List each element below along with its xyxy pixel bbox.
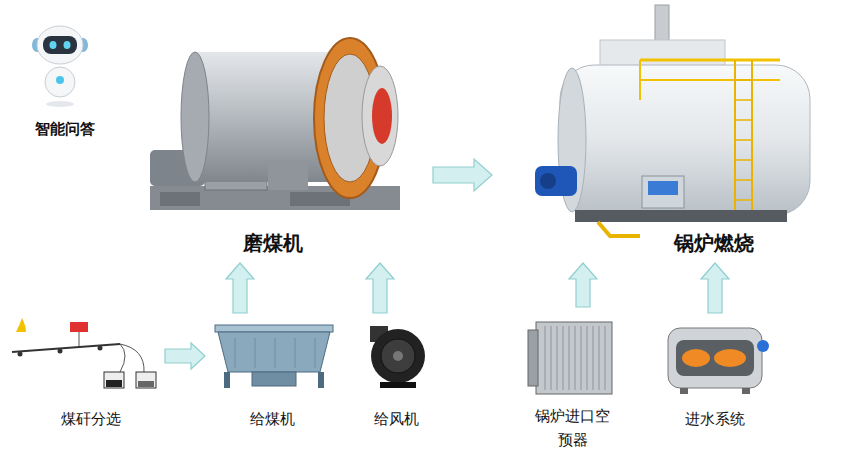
boiler-picture-part: [560, 65, 810, 215]
flow-arrow: [569, 263, 597, 307]
flow-arrow: [701, 263, 729, 313]
water-system-picture-part: [668, 328, 762, 388]
equipment-box: 锅炉进口空 预器: [520, 312, 625, 452]
equipment-box: 锅炉燃烧: [520, 10, 820, 258]
equipment-box: 给风机: [360, 318, 432, 430]
equipment-box: 进水系统: [660, 318, 770, 430]
gangue-separation-picture-part: [16, 318, 26, 332]
gangue-separation-picture: [12, 318, 156, 388]
boiler-picture-part: [648, 181, 678, 195]
gangue-separation-picture-part: [104, 372, 124, 388]
boiler-picture-part: [640, 59, 780, 62]
blower-picture-part: [393, 351, 403, 361]
gangue-separation-picture-part: [79, 332, 80, 346]
robot-icon-part: [64, 41, 71, 49]
boiler-picture-part: [734, 60, 736, 215]
gangue-separation-picture-part: [70, 322, 88, 332]
assistant-icon: 智能问答: [20, 15, 110, 140]
flow-arrow: [366, 263, 394, 313]
air-preheater-picture-part: [528, 330, 538, 386]
equipment-box: 磨煤机: [140, 22, 405, 258]
air-preheater-picture-part: [545, 326, 605, 390]
node-label: 智能问答: [35, 118, 95, 141]
boiler-picture-part: [640, 79, 780, 81]
gangue-separation-picture-part: [18, 352, 23, 357]
water-system-picture-part: [676, 340, 754, 376]
flow-arrow: [433, 159, 492, 191]
gangue-separation-picture-part: [120, 344, 144, 372]
boiler-picture-part: [735, 80, 752, 200]
node-label: 煤矸分选: [61, 408, 121, 431]
coal-mill-picture-part: [160, 192, 200, 206]
robot-icon-part: [56, 76, 64, 84]
equipment-box: 煤矸分选: [5, 312, 160, 430]
robot-icon-part: [45, 67, 75, 97]
boiler-picture-part: [751, 60, 753, 215]
air-preheater-picture-part: [536, 322, 612, 394]
coal-feeder-picture: [215, 325, 333, 388]
gangue-separation-picture-part: [136, 372, 156, 388]
boiler-picture: [535, 5, 810, 236]
coal-feeder-picture-part: [235, 338, 315, 368]
gangue-separation-picture-part: [98, 346, 103, 351]
boiler-picture-part: [535, 166, 577, 196]
coal-feeder-picture-part: [218, 332, 330, 372]
boiler-picture-part: [642, 176, 684, 208]
boiler-picture-part: [598, 222, 640, 236]
equipment-box: 给煤机: [210, 318, 335, 430]
blower-picture-part: [380, 382, 416, 388]
robot-icon-part: [50, 41, 57, 49]
robot-icon-part: [43, 36, 77, 54]
gangue-separation-picture-part: [106, 380, 122, 387]
coal-mill-picture-part: [372, 88, 392, 144]
robot-icon-part: [37, 26, 83, 64]
robot-icon: [32, 26, 88, 107]
water-system-picture-part: [757, 340, 769, 352]
water-system-picture-part: [680, 388, 688, 394]
gangue-separation-picture-part: [138, 381, 154, 387]
node-label: 给煤机: [250, 408, 295, 431]
flow-arrow: [226, 263, 254, 313]
blower-picture: [370, 326, 425, 388]
coal-feeder-picture-part: [252, 372, 296, 386]
gangue-separation-picture-part: [12, 344, 120, 352]
gangue-separation-picture-part: [58, 349, 63, 354]
boiler-picture-part: [540, 173, 556, 189]
coal-feeder-picture-part: [224, 372, 230, 388]
boiler-picture-part: [575, 210, 787, 222]
coal-feeder-picture-part: [215, 325, 333, 332]
coal-mill-picture-part: [181, 52, 209, 182]
coal-mill-picture-part: [268, 160, 308, 190]
water-system-picture-part: [714, 349, 746, 367]
node-label: 磨煤机: [243, 228, 303, 258]
water-system-picture-part: [742, 388, 750, 394]
blower-picture-part: [381, 339, 415, 373]
robot-icon-part: [46, 101, 74, 107]
node-label: 进水系统: [685, 408, 745, 431]
flow-arrow: [165, 343, 205, 369]
node-label: 锅炉进口空 预器: [534, 404, 612, 452]
node-label: 锅炉燃烧: [674, 228, 754, 258]
air-preheater-picture: [528, 322, 612, 394]
coal-feeder-picture-part: [318, 372, 324, 388]
coal-mill-picture: [150, 38, 400, 210]
node-label: 给风机: [374, 408, 419, 431]
water-system-picture: [668, 328, 769, 394]
water-system-picture-part: [682, 349, 710, 367]
blower-picture-part: [371, 329, 425, 383]
coal-mill-picture-part: [362, 66, 398, 166]
